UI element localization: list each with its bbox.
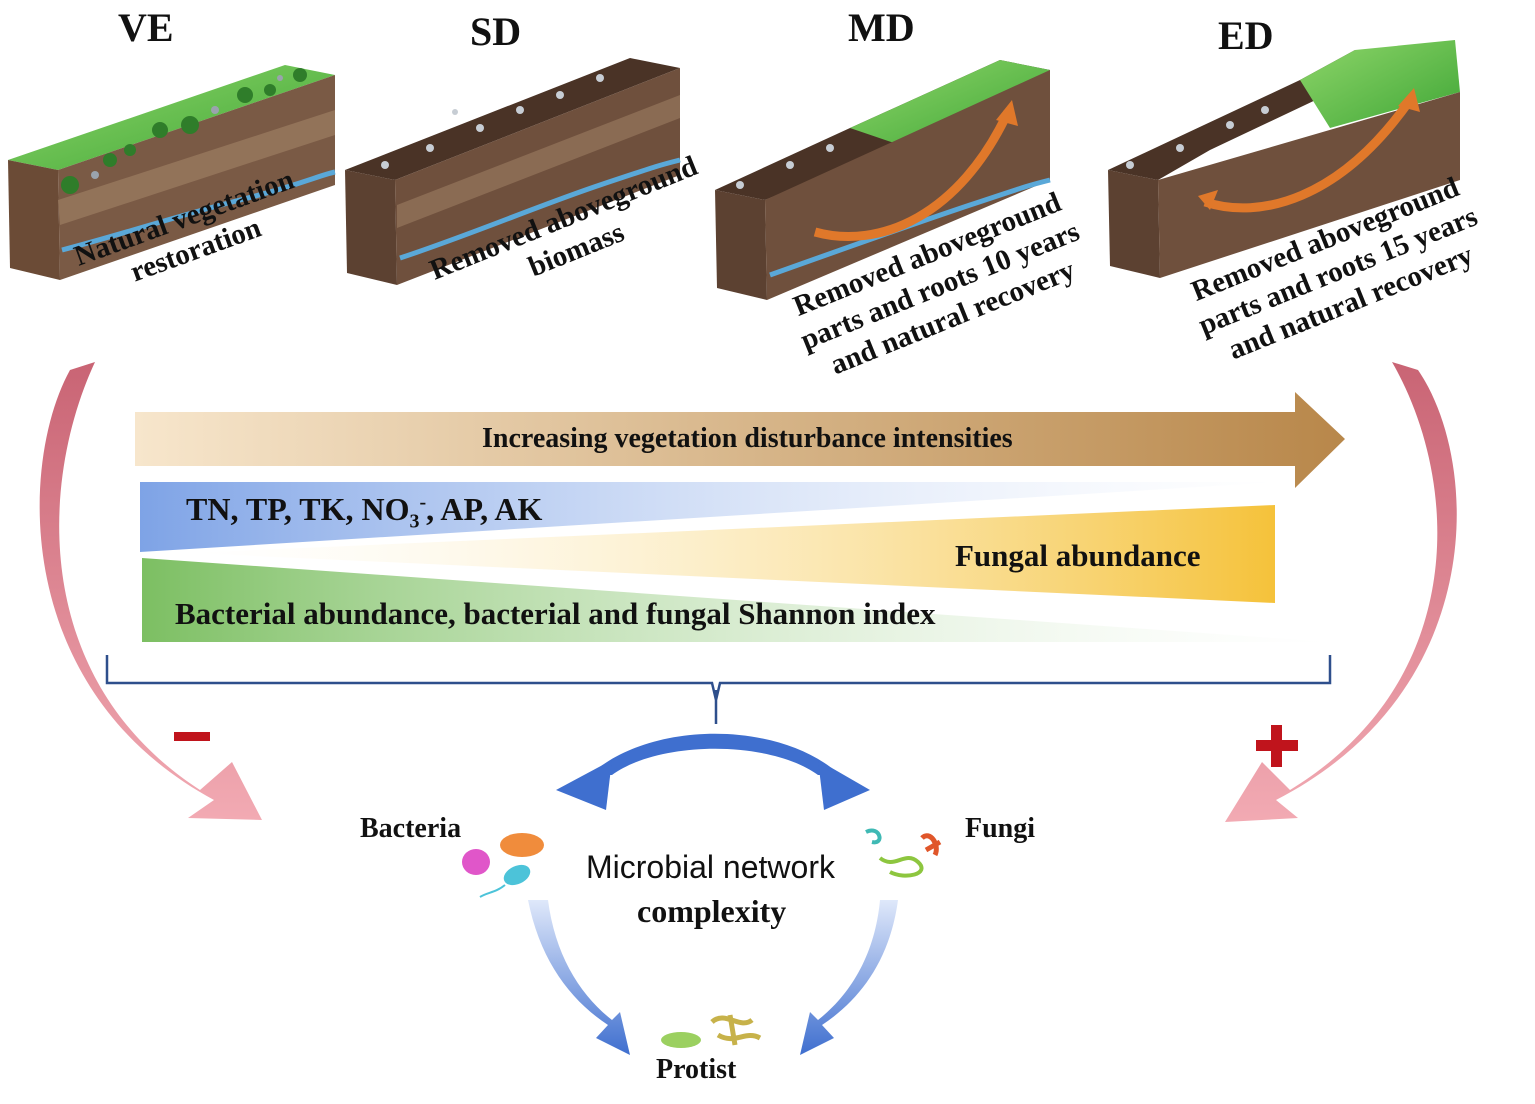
nutrients-text: TN, TP, TK, NO: [186, 491, 410, 527]
protist-label: Protist: [656, 1054, 737, 1085]
arc-head-right: [818, 760, 870, 810]
fungi-protist-arrow: [800, 900, 898, 1055]
bacterial-wedge: [142, 558, 1330, 642]
left-negative-arrow: [39, 362, 262, 820]
panel-md-code: MD: [848, 5, 915, 50]
panel-md-block: [715, 60, 1051, 300]
panel-ve-code: VE: [118, 5, 174, 50]
bacteria-fungi-arc: [590, 733, 840, 775]
arc-head-left: [556, 760, 612, 810]
bacterial-label: Bacterial abundance, bacterial and funga…: [175, 596, 936, 631]
panel-ve-block: [8, 65, 336, 280]
fungal-wedge: [190, 505, 1275, 603]
plus-sign: [1256, 725, 1298, 767]
disturbance-gradient-arrow: [135, 392, 1345, 488]
panel-sd-block: [345, 58, 681, 285]
nutrients-suffix: , AP, AK: [426, 491, 543, 527]
nutrients-subscript: 3: [409, 510, 420, 533]
fungi-label: Fungi: [965, 813, 1036, 844]
network-title-line2: complexity: [637, 893, 787, 929]
bacteria-protist-arrow: [528, 900, 630, 1055]
panel-sd-code: SD: [470, 9, 522, 54]
fungi-icon: [865, 828, 942, 878]
right-positive-arrow: [1225, 362, 1457, 822]
protist-icon: [661, 1014, 762, 1048]
minus-sign: [174, 732, 210, 741]
network-title-line1: Microbial network: [586, 849, 835, 885]
panel-ed-block: [1108, 40, 1460, 278]
nutrients-label: TN, TP, TK, NO3-, AP, AK: [186, 491, 542, 533]
bacteria-label: Bacteria: [360, 813, 462, 844]
panel-ed-code: ED: [1218, 13, 1274, 58]
fungal-label: Fungal abundance: [955, 538, 1201, 573]
gradient-arrow-label: Increasing vegetation disturbance intens…: [482, 423, 1013, 454]
nutrients-superscript: -: [419, 491, 427, 514]
bacteria-icon: [462, 833, 544, 898]
bracket: [105, 655, 1332, 724]
nutrient-wedge: [140, 482, 1280, 552]
